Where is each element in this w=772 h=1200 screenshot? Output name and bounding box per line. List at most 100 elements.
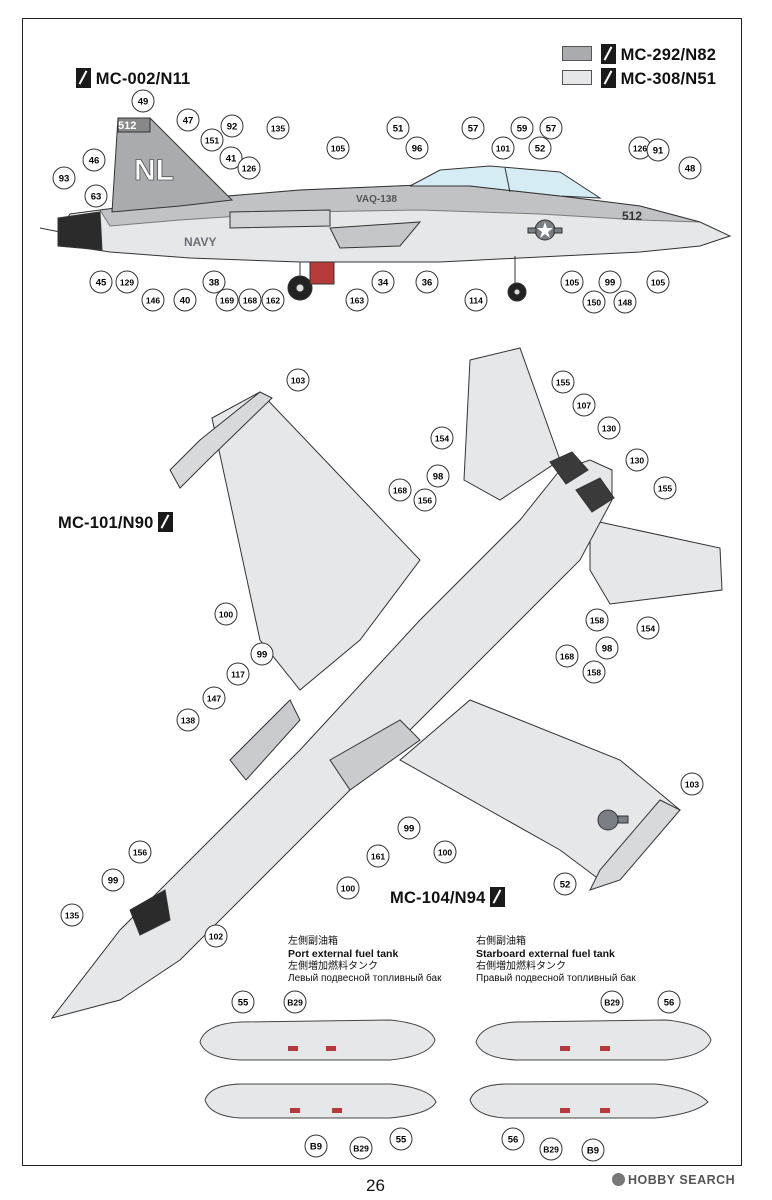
callout-number: B29 [543,1145,559,1155]
callout-number: 158 [590,616,604,626]
plan-callout: 138 [176,708,200,732]
callout-circle [551,370,575,394]
callout-circle [415,270,439,294]
callout-circle [101,868,125,892]
callout-number: 154 [435,434,449,444]
side-callout: 105 [646,270,670,294]
paint-label: MC-002/N11 [95,70,191,88]
starboard-tank-callout: B9 [581,1138,605,1162]
port-tank-callout: B29 [349,1136,373,1160]
callout-number: 59 [517,124,528,135]
callout-number: 148 [618,298,632,308]
side-callout: 105 [560,270,584,294]
port-tank-callout: 55 [389,1127,413,1151]
callout-circle [204,924,228,948]
starboard-tank-upper [475,1019,712,1061]
page-frame [22,18,742,1166]
callout-number: B29 [604,998,620,1008]
callout-circle [215,288,239,312]
side-callout: 101 [491,136,515,160]
callout-circle [237,156,261,180]
plan-callout: 107 [572,393,596,417]
callout-number: 47 [183,116,194,127]
nose-modex-text: 512 [622,209,642,223]
callout-number: 57 [468,124,479,135]
callout-circle [115,270,139,294]
side-callout: 150 [582,290,606,314]
callout-circle [491,136,515,160]
callout-circle [636,616,660,640]
paint-swatch-mc308 [562,70,592,85]
callout-circle [84,184,108,208]
plan-callout: 158 [585,608,609,632]
callout-circle [250,642,274,666]
callout-circle [386,116,410,140]
plan-callout: 103 [286,368,310,392]
callout-number: B29 [353,1144,369,1154]
callout-number: 101 [496,144,510,154]
plan-callout: 158 [582,660,606,684]
callout-circle [82,148,106,172]
side-callout: 40 [173,288,197,312]
callout-circle [52,166,76,190]
callout-number: 154 [641,624,655,634]
callout-number: 114 [469,296,483,306]
port-tank-callout: B9 [304,1134,328,1158]
callout-number: 147 [207,694,221,704]
watermark-text: HOBBY SEARCH [628,1173,736,1187]
port-tank-callout: B29 [283,990,307,1014]
callout-number: 168 [560,652,574,662]
callout-number: 105 [331,144,345,154]
side-callout: 36 [415,270,439,294]
callout-number: 52 [535,144,546,155]
callout-number: 155 [556,378,570,388]
starboard-tank-title-en: Starboard external fuel tank [476,948,615,960]
callout-number: 169 [220,296,234,306]
paint-label: MC-308/N51 [620,70,717,88]
callout-number: 98 [602,644,613,655]
callout-circle [461,116,485,140]
callout-number: 129 [120,278,134,288]
callout-circle [238,288,262,312]
callout-number: 135 [271,124,285,134]
callout-circle [539,116,563,140]
plan-callout: 168 [388,478,412,502]
plan-callout: 100 [214,602,238,626]
callout-circle [231,990,255,1014]
callout-number: 55 [396,1135,407,1146]
navy-text: NAVY [184,235,216,249]
callout-number: 46 [89,156,100,167]
callout-number: 156 [133,848,147,858]
callout-number: 156 [418,496,432,506]
callout-circle [582,660,606,684]
callout-circle [413,488,437,512]
callout-circle [501,1127,525,1151]
callout-circle [202,686,226,710]
callout-number: 55 [238,998,249,1009]
callout-number: 99 [605,278,616,289]
callout-number: 126 [633,144,647,154]
callout-circle [286,368,310,392]
paint-legend-mc002: MC-002/N11 [76,68,190,89]
port-tank-title-ru: Левый подвесной топливный бак [288,973,442,984]
callout-circle [405,136,429,160]
callout-number: 93 [59,174,70,185]
callout-circle [657,990,681,1014]
callout-number: 40 [180,296,191,307]
paint-legend-mc101: MC-101/N90 [58,512,174,533]
side-callout: 105 [326,136,350,160]
brush-icon [158,512,174,532]
callout-circle [625,448,649,472]
callout-number: B9 [310,1142,322,1153]
side-view [39,117,732,302]
tail-modex-text: 512 [118,120,136,132]
callout-number: 103 [685,780,699,790]
plan-callout: 156 [413,488,437,512]
callout-number: B9 [587,1146,599,1157]
starboard-tank-callout: B29 [539,1137,563,1161]
callout-circle [176,108,200,132]
tail-code-text: NL [134,154,174,187]
side-callout: 59 [510,116,534,140]
callout-number: 117 [231,670,245,680]
